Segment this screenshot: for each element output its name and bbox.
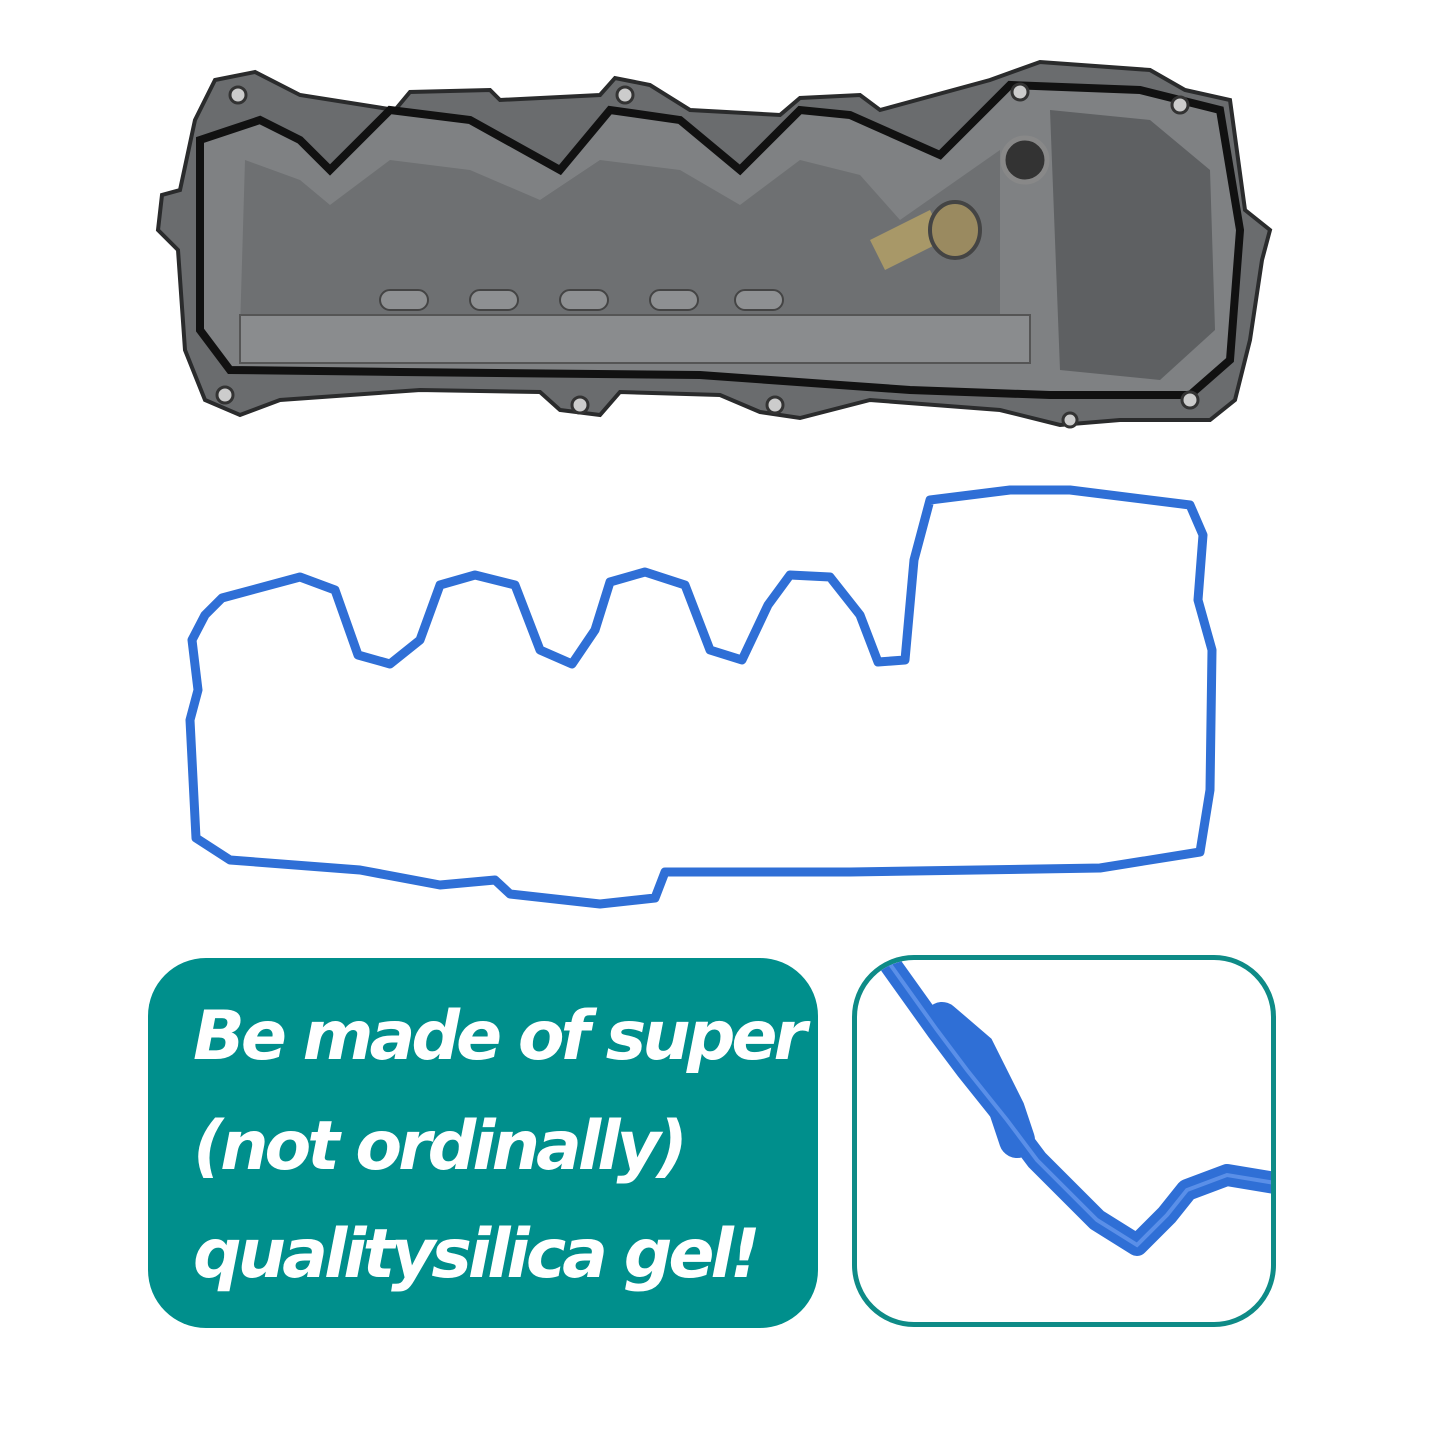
caption-line: (not ordinally) (193, 1107, 688, 1186)
valve-cover-photo (155, 59, 1273, 429)
gasket-closeup-frame (852, 955, 1276, 1327)
caption-box: Be made of super (not ordinally) quality… (148, 958, 818, 1328)
gasket-photo (185, 485, 1217, 909)
gasket-closeup-photo (876, 960, 1271, 1256)
caption-line: qualitysilica gel! (193, 1215, 761, 1294)
caption-line: Be made of super (193, 997, 807, 1076)
